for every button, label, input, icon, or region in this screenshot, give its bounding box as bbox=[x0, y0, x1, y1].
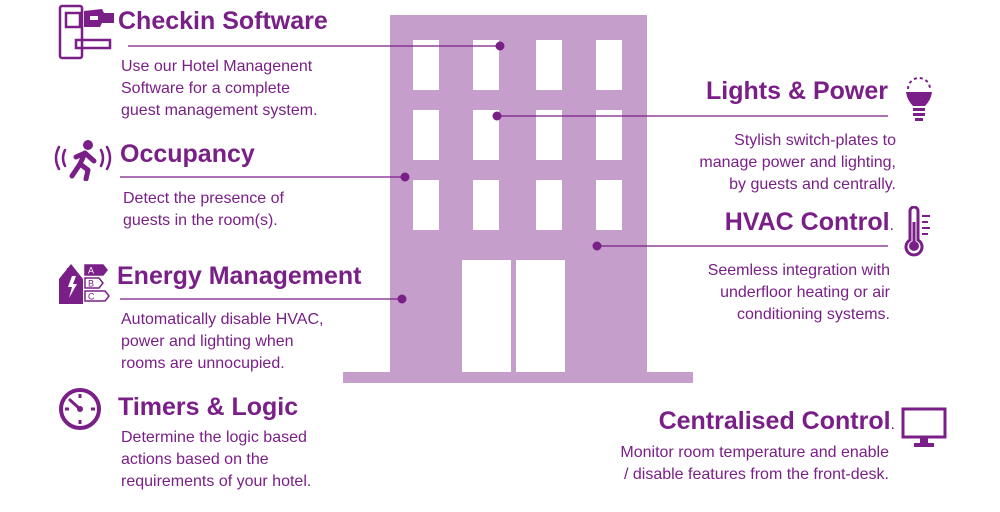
occupancy-title: Occupancy bbox=[120, 140, 255, 168]
motion-sensor-icon bbox=[54, 140, 112, 181]
svg-text:B: B bbox=[88, 279, 94, 289]
energy-rating-icon: A B C bbox=[59, 264, 110, 304]
svg-text:A: A bbox=[88, 266, 94, 276]
occupancy-description: Detect the presence of guests in the roo… bbox=[123, 190, 284, 229]
thermometer-icon bbox=[904, 206, 930, 257]
lights-title: Lights & Power bbox=[706, 77, 888, 105]
light-bulb-icon bbox=[906, 77, 932, 121]
lights-description: Stylish switch-plates to manage power an… bbox=[699, 132, 896, 193]
energy-title: Energy Management bbox=[117, 262, 362, 290]
clock-icon bbox=[59, 388, 101, 430]
hotel-building bbox=[343, 15, 693, 383]
connector-lines bbox=[120, 41, 888, 304]
central-title: Centralised Control. bbox=[658, 407, 895, 435]
energy-description: Automatically disable HVAC, power and li… bbox=[121, 311, 324, 372]
building-windows bbox=[413, 40, 622, 230]
monitor-icon bbox=[901, 407, 947, 447]
checkin-description: Use our Hotel Managenent Software for a … bbox=[121, 58, 318, 119]
svg-text:C: C bbox=[88, 292, 95, 302]
key-card-lock-icon bbox=[58, 4, 114, 60]
hvac-title: HVAC Control. bbox=[724, 208, 894, 236]
timers-description: Determine the logic based actions based … bbox=[121, 429, 312, 490]
hvac-description: Seemless integration with underfloor hea… bbox=[707, 262, 890, 323]
timers-title: Timers & Logic bbox=[118, 393, 299, 421]
building-doors bbox=[462, 260, 565, 372]
checkin-title: Checkin Software bbox=[118, 7, 328, 35]
central-description: Monitor room temperature and enable / di… bbox=[620, 444, 889, 483]
